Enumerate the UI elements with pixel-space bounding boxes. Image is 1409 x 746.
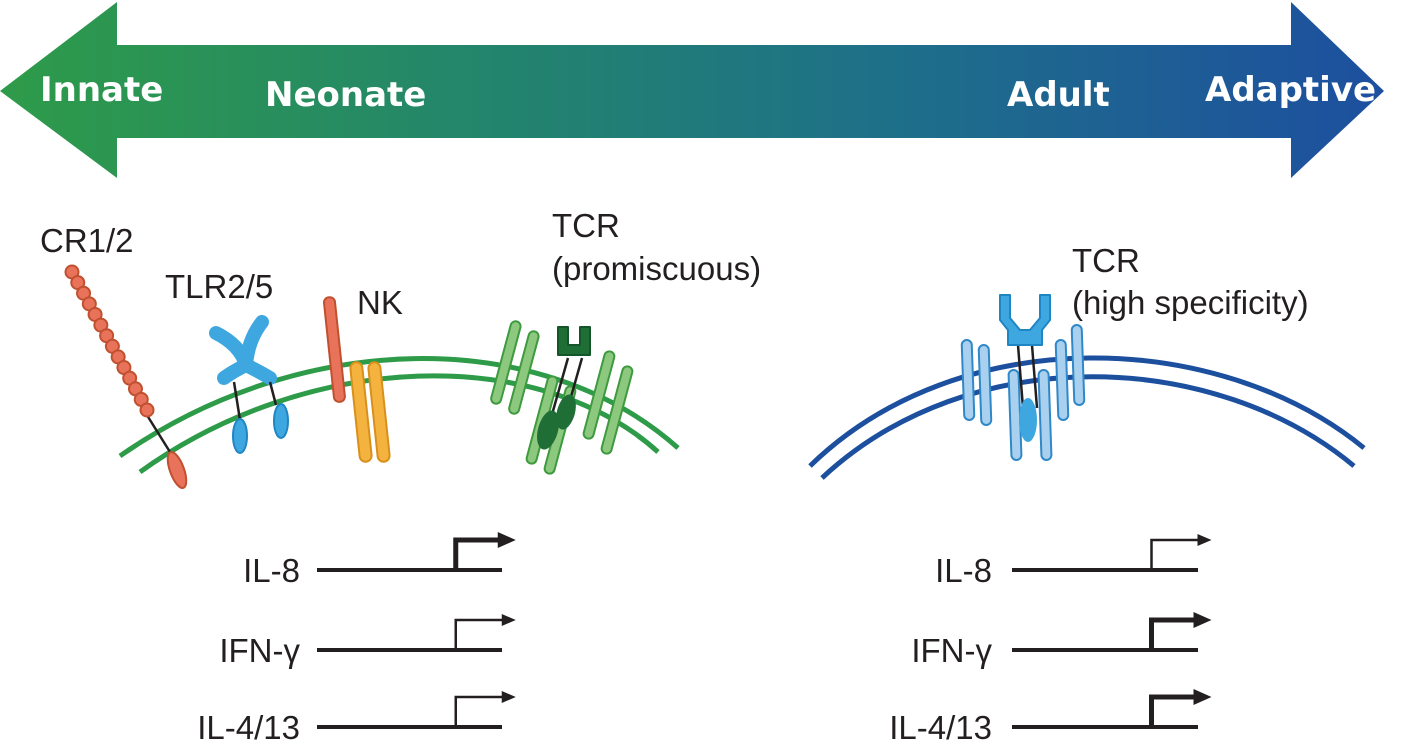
adult-promoter-arrowhead — [1193, 689, 1212, 705]
adult-cell-membrane — [808, 355, 1366, 480]
nk-receptor — [322, 296, 391, 463]
adult-promoter-arrow — [1149, 694, 1196, 727]
neonate-gene-label: IL-4/13 — [197, 709, 300, 746]
adult-gene-row: IL-8 — [935, 534, 1212, 589]
tcr-high-specificity-receptor — [960, 294, 1086, 461]
tcr-promiscuous-label-2: (promiscuous) — [552, 250, 761, 287]
adult-gene-label: IL-8 — [935, 552, 992, 589]
tcr-high-specificity-label-1: TCR — [1072, 242, 1140, 279]
tcr-promiscuous-receptor — [490, 320, 634, 475]
neonate-gene-label: IL-8 — [243, 552, 300, 589]
adult-gene-label: IL-4/13 — [889, 709, 992, 746]
cr12-label: CR1/2 — [40, 222, 134, 259]
neonate-label: Neonate — [265, 75, 426, 115]
neonate-promoter-arrow — [453, 537, 500, 570]
adult-gene-label: IFN-γ — [911, 632, 992, 669]
adult-gene-row: IFN-γ — [911, 612, 1212, 669]
neonate-promoter-arrowhead — [497, 532, 516, 548]
adult-promoter-arrowhead — [1197, 534, 1212, 546]
neonate-gene-label: IFN-γ — [219, 632, 300, 669]
adult-promoter-arrow — [1150, 538, 1200, 570]
neonate-promoter-arrow — [454, 618, 504, 650]
adult-promoter-arrowhead — [1193, 612, 1212, 628]
nk-label: NK — [357, 284, 403, 321]
cr12-bead — [139, 402, 155, 418]
neonate-promoter-arrowhead — [501, 691, 516, 703]
neonate-gene-row: IL-8 — [243, 532, 516, 589]
neonate-promoter-arrowhead — [501, 614, 516, 626]
tlr25-label: TLR2/5 — [165, 268, 273, 305]
neonate-gene-row: IFN-γ — [219, 614, 516, 669]
adaptive-label: Adaptive — [1205, 70, 1376, 110]
innate-label: Innate — [40, 70, 163, 110]
adult-promoter-arrow — [1149, 617, 1196, 650]
innate-adaptive-arrow — [0, 2, 1384, 178]
tlr25-receptor — [209, 315, 289, 454]
cr12-receptor — [64, 264, 188, 490]
adult-label: Adult — [1007, 75, 1110, 115]
tcr-high-specificity-label-2: (high specificity) — [1072, 284, 1309, 321]
neonate-gene-row: IL-4/13 — [197, 691, 516, 746]
neonate-promoter-arrow — [454, 695, 504, 727]
tcr-promiscuous-label-1: TCR — [552, 207, 620, 244]
adult-gene-row: IL-4/13 — [889, 689, 1212, 746]
